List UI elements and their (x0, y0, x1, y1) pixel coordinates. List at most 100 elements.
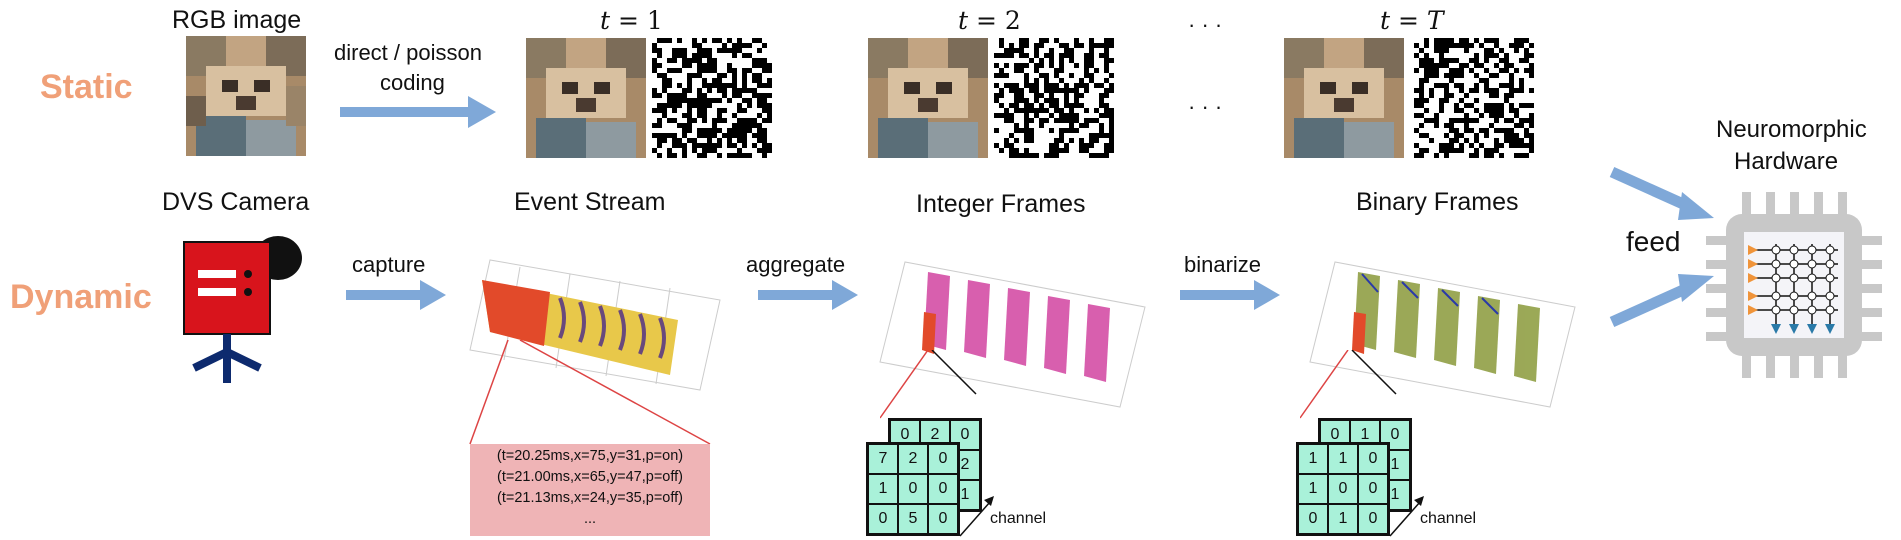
channel-label-binary: channel (1420, 510, 1477, 527)
grid-cell: 0 (1298, 504, 1328, 534)
grid-cell: 0 (1358, 504, 1388, 534)
spike-cell (1024, 43, 1029, 48)
spike-cell (732, 43, 737, 48)
spike-cell (1074, 93, 1079, 98)
spike-cell (1059, 58, 1064, 63)
spike-cell (1459, 38, 1464, 43)
spike-cell (1104, 48, 1109, 53)
spike-cell (1064, 53, 1069, 58)
spike-cell (1464, 63, 1469, 68)
spike-cell (1009, 153, 1014, 158)
spike-cell (994, 98, 999, 103)
spike-cell (662, 88, 667, 93)
spike-cell (1419, 123, 1424, 128)
spike-cell (1109, 38, 1114, 43)
spike-cell (1439, 48, 1444, 53)
spike-cell (1109, 83, 1114, 88)
spike-cell (1089, 58, 1094, 63)
spike-cell (762, 153, 767, 158)
spike-cell (682, 63, 687, 68)
spike-cell (1509, 73, 1514, 78)
spike-cell (1059, 78, 1064, 83)
spike-cell (1004, 63, 1009, 68)
spike-cell (737, 93, 742, 98)
spike-cell (767, 83, 772, 88)
spike-cell (1064, 83, 1069, 88)
spike-cell (722, 133, 727, 138)
spike-cell (1039, 58, 1044, 63)
spike-cell (1524, 53, 1529, 58)
spike-cell (1434, 43, 1439, 48)
spike-cell (1419, 148, 1424, 153)
spike-cell (702, 108, 707, 113)
spike-cell (762, 83, 767, 88)
spike-cell (1034, 53, 1039, 58)
spike-cell (1529, 88, 1534, 93)
spike-cell (762, 98, 767, 103)
spike-cell (1049, 88, 1054, 93)
event-entry: (t=21.00ms,x=65,y=47,p=off) (497, 469, 683, 485)
spike-cell (732, 123, 737, 128)
spike-cell (1464, 38, 1469, 43)
spike-cell (1049, 98, 1054, 103)
spike-cell (677, 123, 682, 128)
spike-cell (1104, 53, 1109, 58)
spike-cell (1484, 153, 1489, 158)
spike-cell (1109, 133, 1114, 138)
spike-cell (1454, 43, 1459, 48)
spike-cell (732, 153, 737, 158)
spike-cell (1084, 53, 1089, 58)
spike-cell (717, 113, 722, 118)
spike-cell (762, 138, 767, 143)
spike-cell (1484, 88, 1489, 93)
spike-cell (687, 58, 692, 63)
spike-cell (757, 138, 762, 143)
spike-cell (1474, 133, 1479, 138)
spike-cell (757, 83, 762, 88)
spike-cell (1419, 48, 1424, 53)
timestep-1-spike-pattern (652, 38, 772, 158)
spike-cell (1489, 148, 1494, 153)
spike-cell (1079, 93, 1084, 98)
spike-cell (737, 38, 742, 43)
spike-cell (1079, 83, 1084, 88)
spike-cell (1044, 78, 1049, 83)
spike-cell (1504, 138, 1509, 143)
spike-cell (1484, 38, 1489, 43)
spike-cell (1039, 63, 1044, 68)
spike-cell (1069, 128, 1074, 133)
spike-cell (752, 63, 757, 68)
spike-cell (1414, 128, 1419, 133)
spike-cell (742, 143, 747, 148)
spike-cell (1449, 73, 1454, 78)
spike-cell (1049, 113, 1054, 118)
spike-cell (1104, 108, 1109, 113)
spike-cell (712, 133, 717, 138)
spike-cell (1449, 68, 1454, 73)
spike-cell (1044, 83, 1049, 88)
spike-cell (1459, 68, 1464, 73)
spike-cell (1459, 83, 1464, 88)
spike-cell (1104, 43, 1109, 48)
spike-cell (767, 148, 772, 153)
spike-cell (717, 108, 722, 113)
spike-cell (1529, 123, 1534, 128)
spike-cell (672, 98, 677, 103)
spike-cell (692, 73, 697, 78)
spike-cell (994, 63, 999, 68)
spike-cell (1509, 118, 1514, 123)
spike-cell (1049, 48, 1054, 53)
spike-cell (1084, 123, 1089, 128)
spike-cell (652, 58, 657, 63)
spike-cell (702, 63, 707, 68)
spike-cell (1054, 88, 1059, 93)
spike-cell (1064, 43, 1069, 48)
spike-cell (1414, 98, 1419, 103)
spike-cell (1424, 53, 1429, 58)
spike-cell (1069, 108, 1074, 113)
cheetah-image (526, 38, 646, 158)
spike-cell (747, 98, 752, 103)
spike-cell (1474, 73, 1479, 78)
spike-cell (1059, 138, 1064, 143)
spike-cell (682, 143, 687, 148)
